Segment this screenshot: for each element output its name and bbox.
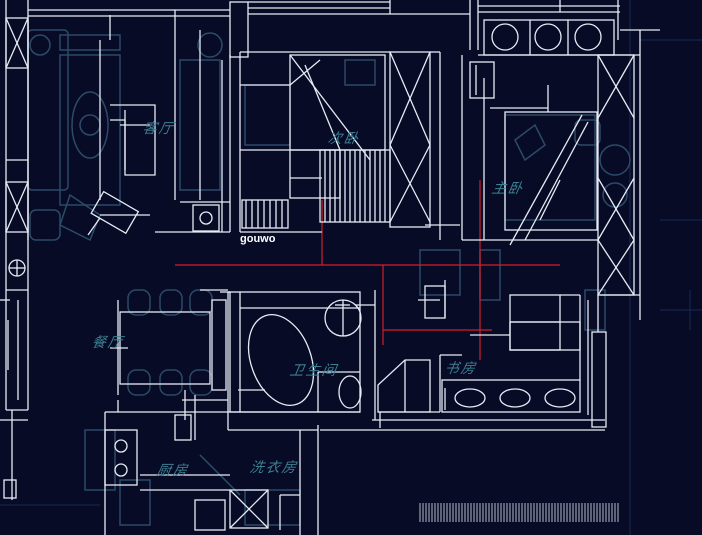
room-label-bathroom: 卫生间 [288, 363, 340, 379]
room-label-study: 次卧 [326, 131, 362, 147]
room-label-dining: 餐厅 [90, 335, 126, 351]
walls [0, 0, 660, 535]
room-label-laundry: 洗衣房 [248, 460, 300, 476]
room-label-study2: 书房 [443, 361, 479, 377]
room-label-living: 客厅 [141, 121, 177, 137]
room-label-master: 主卧 [490, 181, 526, 197]
pipe-lines [175, 180, 560, 360]
scale-bar [419, 503, 619, 522]
watermark-text: gouwo [240, 233, 276, 245]
room-label-kitchen: 厨房 [155, 463, 191, 479]
furniture [27, 29, 631, 526]
